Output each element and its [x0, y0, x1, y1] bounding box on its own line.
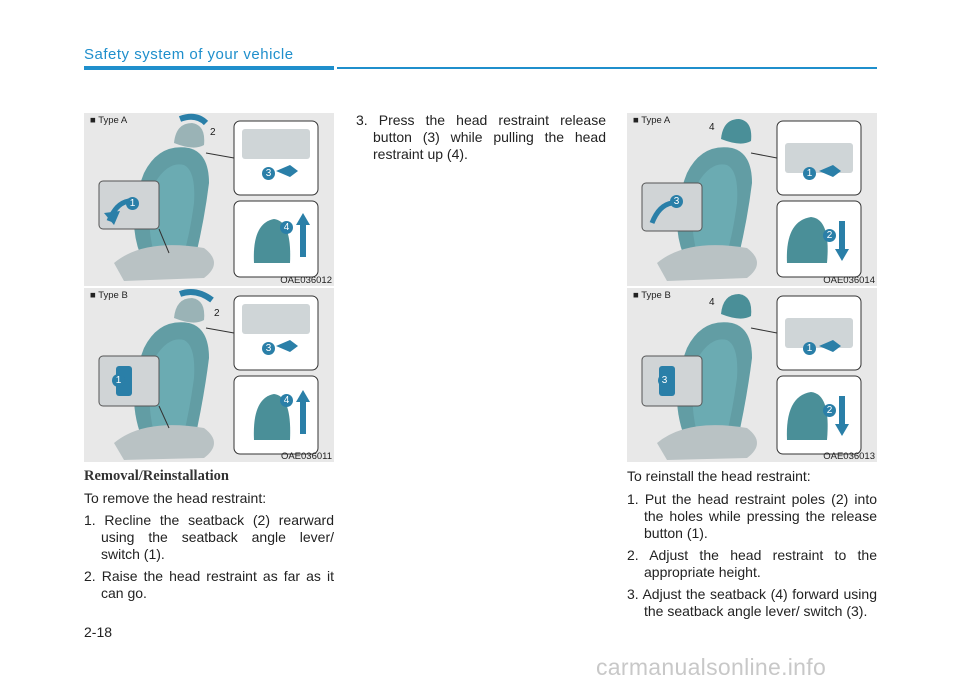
- intro-text: To remove the head restraint:: [84, 490, 267, 506]
- callout-1: 1: [803, 167, 816, 180]
- callout-1: 1: [803, 342, 816, 355]
- intro-text: To reinstall the head restraint:: [627, 468, 811, 484]
- type-label: ■ Type A: [633, 115, 671, 126]
- callout-1: 1: [112, 374, 125, 387]
- callout-4: 4: [709, 297, 715, 308]
- seat-illustration: [641, 294, 862, 460]
- callout-4: 4: [280, 394, 293, 407]
- figure-code: OAE036013: [823, 451, 875, 462]
- callout-1: 1: [126, 197, 139, 210]
- section-heading: Removal/Reinstallation: [84, 468, 229, 484]
- callout-3: 3: [670, 195, 683, 208]
- step-item: 3. Adjust the seatback (4) forward using…: [627, 586, 877, 619]
- figure-right-type-a: ■ Type A 4 1 3 2 OAE036014: [627, 113, 877, 286]
- callout-3: 3: [658, 374, 671, 387]
- seat-illustration: [641, 119, 862, 281]
- middle-text-column: 3. Press the head restraint release butt…: [356, 112, 606, 168]
- step-item: 2. Raise the head restraint as far as it…: [84, 568, 334, 601]
- type-label: ■ Type B: [90, 290, 128, 301]
- step-list: 1. Recline the seatback (2) rearward usi…: [84, 512, 334, 602]
- section-title: Safety system of your vehicle: [84, 46, 294, 63]
- right-text-column: To reinstall the head restraint: 1. Put …: [627, 468, 877, 625]
- type-label: ■ Type A: [90, 115, 128, 126]
- callout-2: 2: [214, 308, 220, 319]
- step-list: 1. Put the head restraint poles (2) into…: [627, 491, 877, 620]
- callout-4: 4: [280, 221, 293, 234]
- type-label: ■ Type B: [633, 290, 671, 301]
- step-list: 3. Press the head restraint release butt…: [356, 112, 606, 163]
- figure-left-type-b: ■ Type B 2 3 1 4 OAE036011: [84, 288, 334, 462]
- step-item: 3. Press the head restraint release butt…: [356, 112, 606, 162]
- step-item: 1. Put the head restraint poles (2) into…: [627, 491, 877, 541]
- header-accent-bar: [84, 66, 334, 70]
- step-item: 2. Adjust the head restraint to the appr…: [627, 547, 877, 580]
- figure-code: OAE036014: [823, 275, 875, 286]
- page-number: 2-18: [84, 624, 113, 640]
- callout-4: 4: [709, 122, 715, 133]
- step-item: 1. Recline the seatback (2) rearward usi…: [84, 512, 334, 562]
- callout-2: 2: [823, 404, 836, 417]
- seat-illustration: [98, 113, 319, 281]
- figure-left-type-a: ■ Type A 2 3 1 4 OAE036012: [84, 113, 334, 286]
- callout-3: 3: [262, 342, 275, 355]
- figure-code: OAE036011: [280, 451, 332, 462]
- watermark: carmanualsonline.info: [596, 654, 827, 680]
- callout-2: 2: [210, 127, 216, 138]
- figure-right-type-b: ■ Type B 4 1 3 2 OAE036013: [627, 288, 877, 462]
- callout-3: 3: [262, 167, 275, 180]
- callout-2: 2: [823, 229, 836, 242]
- figure-code: OAE036012: [280, 275, 332, 286]
- left-text-column: Removal/Reinstallation To remove the hea…: [84, 468, 334, 607]
- header-rule: [337, 67, 877, 69]
